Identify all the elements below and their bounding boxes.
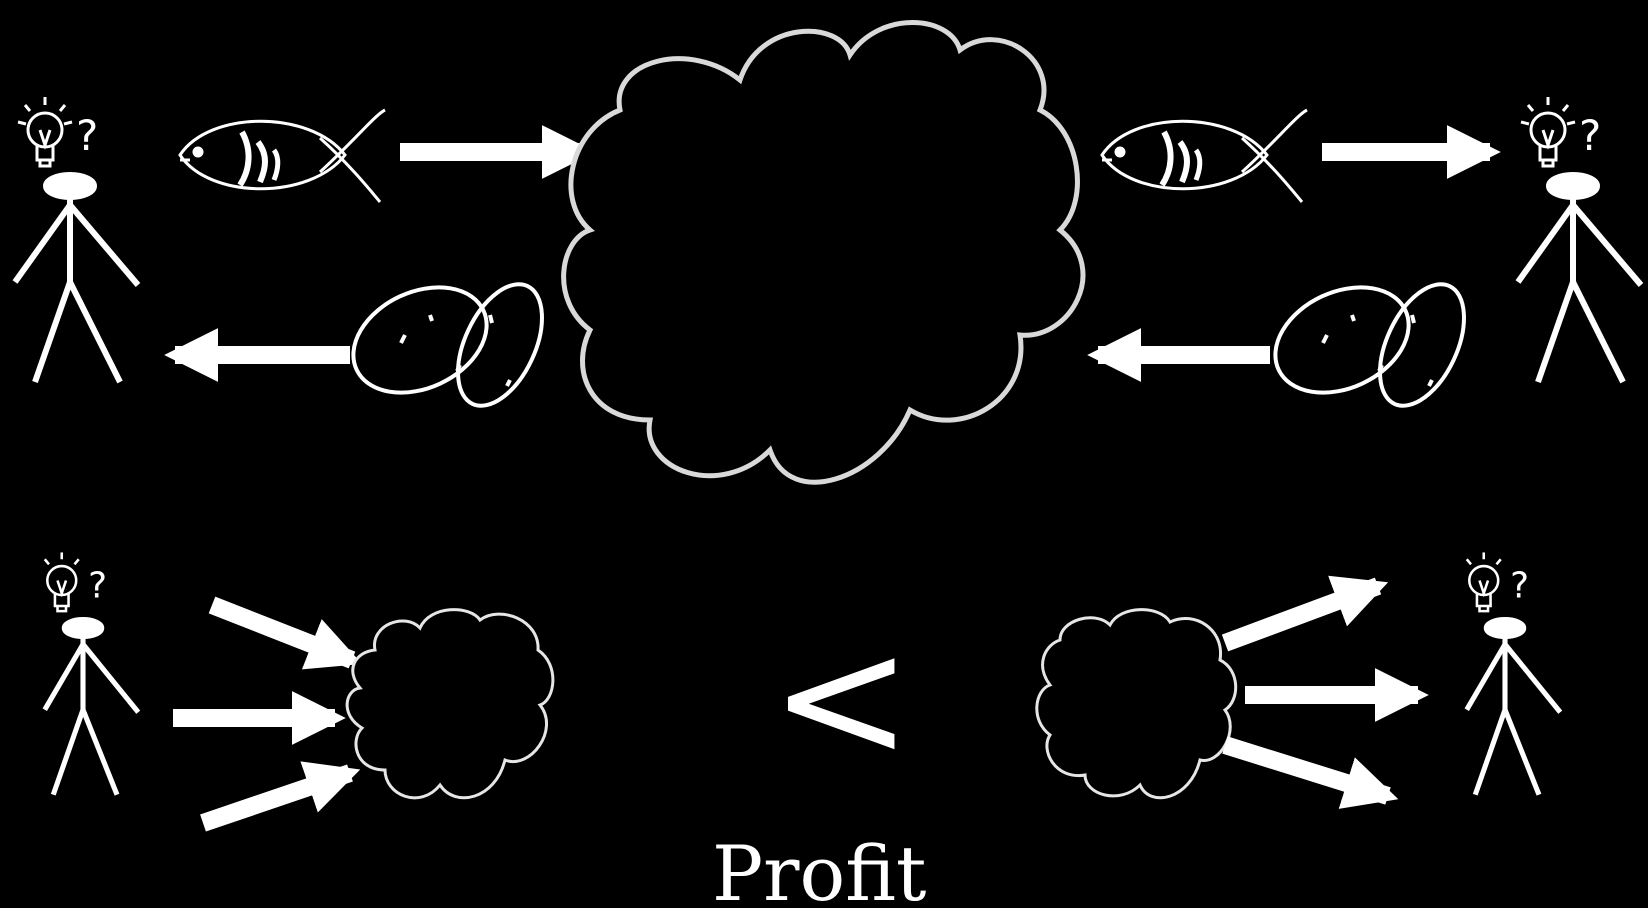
- arrow-input-3: [203, 773, 350, 823]
- less-than-symbol: <: [770, 600, 912, 798]
- person-bottom-left: ?: [45, 552, 139, 794]
- fish-icon: [1102, 110, 1307, 202]
- stick-figure: [45, 620, 139, 795]
- question-mark: ?: [76, 111, 98, 160]
- lightbulb-icon: [18, 97, 72, 166]
- person-top-right: ?: [1518, 97, 1641, 382]
- arrow-output-3: [1225, 745, 1388, 796]
- potatoes-icon: [1258, 267, 1481, 419]
- caption-profit: Profit: [712, 829, 926, 908]
- market-cloud-small-right: [1037, 610, 1236, 798]
- fish-icon: [180, 110, 385, 202]
- question-mark: ?: [1579, 111, 1601, 160]
- question-mark: ?: [88, 566, 107, 607]
- person-top-left: ?: [15, 97, 138, 382]
- stick-figure: [1467, 620, 1561, 795]
- lightbulb-icon: [45, 552, 79, 611]
- stick-figure: [1518, 175, 1641, 382]
- lightbulb-icon: [1521, 97, 1575, 166]
- arrow-input-1: [212, 605, 352, 660]
- question-mark: ?: [1510, 566, 1529, 607]
- market-cloud-small-left: [347, 610, 553, 798]
- stick-figure: [15, 175, 138, 382]
- arrow-output-1: [1225, 586, 1378, 643]
- market-cloud-large: [564, 23, 1083, 483]
- person-bottom-right: ?: [1467, 552, 1561, 794]
- potatoes-icon: [336, 267, 559, 419]
- lightbulb-icon: [1467, 552, 1501, 611]
